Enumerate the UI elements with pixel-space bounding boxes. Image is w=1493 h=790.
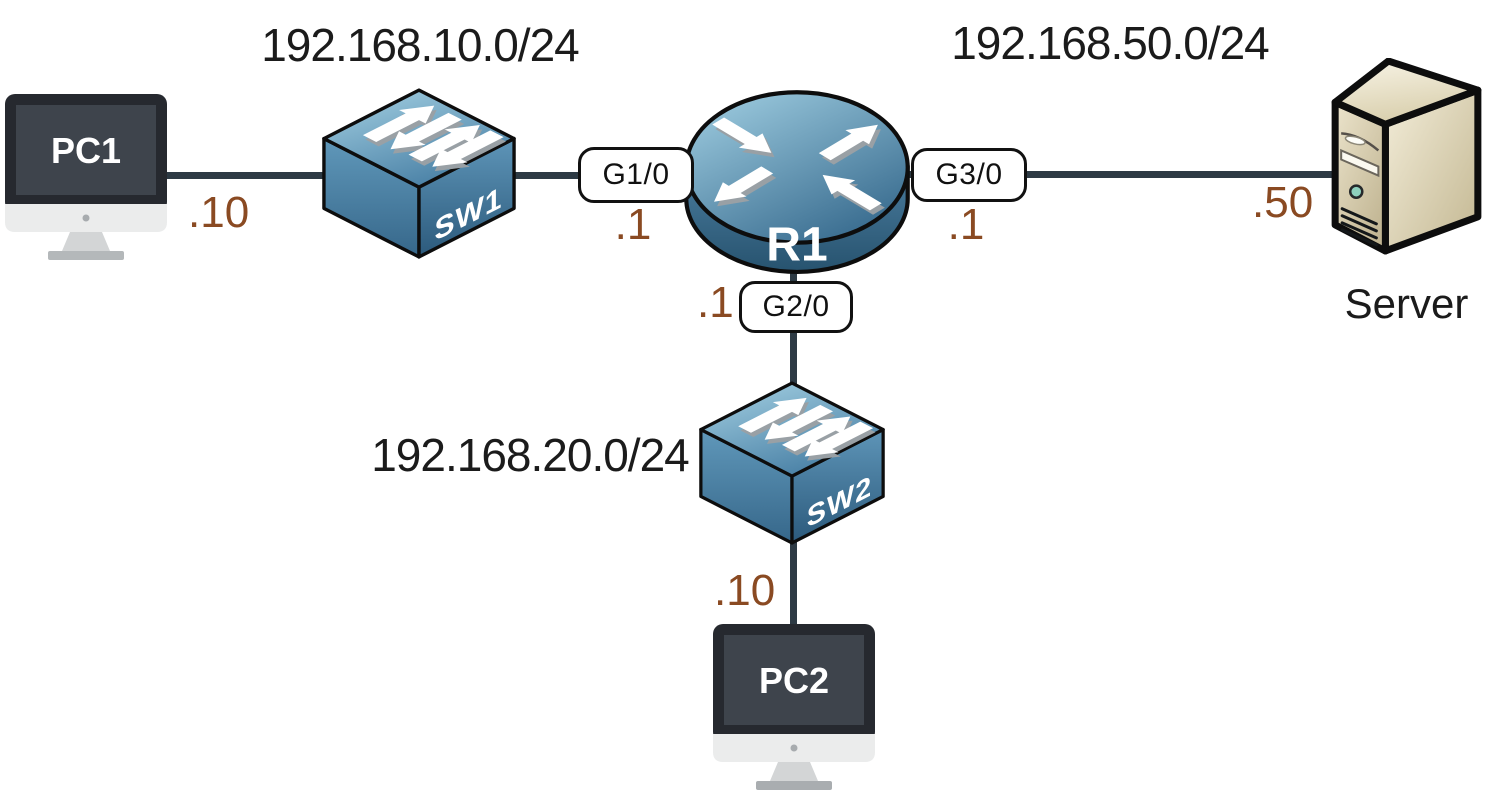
pc2-stand xyxy=(770,762,818,781)
pc2-address: .10 xyxy=(714,566,776,615)
interface-g3-0-label: G3/0 xyxy=(935,158,1003,191)
server-power-button xyxy=(1348,184,1364,199)
pc1-address: .10 xyxy=(188,188,250,237)
r1-label: R1 xyxy=(766,218,827,271)
sw2-switch-icon: SW2 xyxy=(699,381,885,545)
server-caption: Server xyxy=(1344,280,1469,327)
interface-box-g2-0: G2/0 xyxy=(739,281,853,333)
interface-box-g1-0: G1/0 xyxy=(578,147,694,203)
r1-g1-0-address: .1 xyxy=(614,200,652,249)
pc2-base xyxy=(756,781,832,790)
link-sw2-pc2 xyxy=(790,535,797,630)
server-address: .50 xyxy=(1252,178,1314,227)
interface-box-g3-0: G3/0 xyxy=(911,148,1027,202)
server-disc-tray xyxy=(1344,135,1366,146)
network-label-50: 192.168.50.0/24 xyxy=(951,17,1270,69)
pc1-label: PC1 xyxy=(51,130,121,171)
network-label-10: 192.168.10.0/24 xyxy=(261,19,580,71)
link-pc1-sw1 xyxy=(160,172,360,179)
pc1-desktop-icon: PC1 xyxy=(5,94,167,260)
server-tower-icon xyxy=(1331,58,1482,255)
interface-g1-0-label: G1/0 xyxy=(602,158,670,191)
pc2-camera-dot xyxy=(790,744,798,752)
r1-router-icon: R1 xyxy=(684,90,910,274)
server-floppy-slot xyxy=(1340,148,1380,178)
pc1-base xyxy=(48,251,124,260)
interface-g2-0-label: G2/0 xyxy=(762,290,830,323)
server-vents xyxy=(1340,207,1378,247)
network-label-20: 192.168.20.0/24 xyxy=(371,429,690,481)
sw1-switch-icon: SW1 xyxy=(322,88,516,259)
pc2-label: PC2 xyxy=(759,660,829,701)
link-r1-server xyxy=(895,171,1345,178)
pc1-camera-dot xyxy=(82,214,90,222)
r1-g3-0-address: .1 xyxy=(947,200,985,249)
pc1-stand xyxy=(62,232,110,251)
pc2-desktop-icon: PC2 xyxy=(713,624,875,790)
r1-g2-0-address: .1 xyxy=(697,278,734,327)
